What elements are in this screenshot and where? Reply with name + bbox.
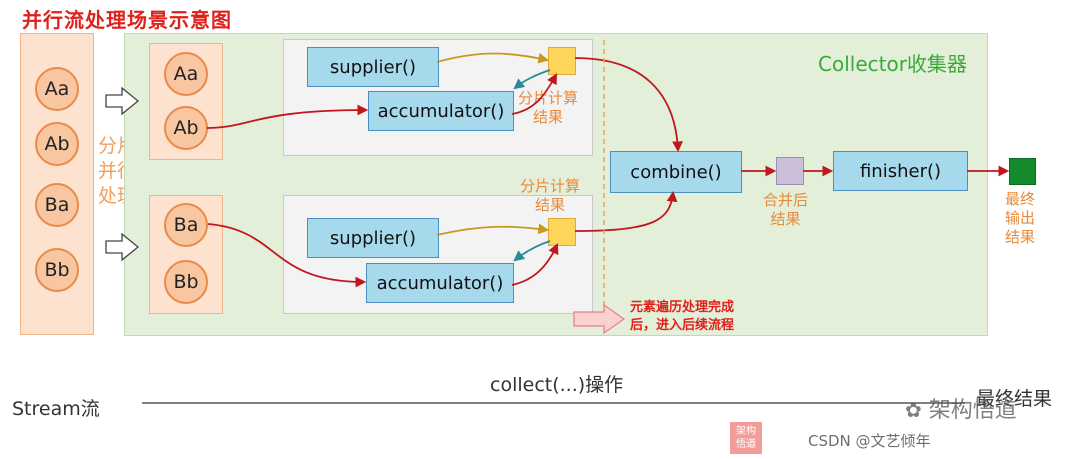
note-line: 后，进入后续流程 xyxy=(630,318,735,333)
label-line: 分片计算 xyxy=(520,177,581,195)
label-line: 输出 xyxy=(1005,209,1036,227)
label-line: 最终 xyxy=(1005,190,1036,208)
label-line: 结果 xyxy=(535,196,566,214)
arrow-accumulator-to-result-2 xyxy=(511,243,559,286)
logo-line: 架构 xyxy=(736,426,756,437)
supplier-box-1: supplier() xyxy=(307,47,439,87)
diagram-title: 并行流处理场景示意图 xyxy=(22,8,232,32)
arrow-supplier-to-result-2 xyxy=(436,223,550,236)
arrow-accumulator-to-result-1 xyxy=(511,73,558,115)
stream-item-bb: Bb xyxy=(35,248,79,292)
arrow-result-to-accumulator-1 xyxy=(513,69,551,90)
label-line: 分片计算 xyxy=(518,89,579,107)
stream-item-ab: Ab xyxy=(35,122,79,166)
stream-label: Stream流 xyxy=(12,398,100,420)
arrow-ab-to-accumulator xyxy=(206,104,369,129)
label-line: 结果 xyxy=(770,210,801,228)
accumulator-box-2: accumulator() xyxy=(366,263,514,303)
arrow-supplier-to-result-1 xyxy=(436,52,550,64)
label-line: 结果 xyxy=(533,108,564,126)
split-arrow-2 xyxy=(105,232,140,262)
logo-line: 悟道 xyxy=(736,439,756,450)
note-line: 元素遍历处理完成 xyxy=(630,300,735,315)
split-arrow-1 xyxy=(105,86,140,116)
arrow-ba-to-accumulator xyxy=(207,223,367,288)
group2-item-ba: Ba xyxy=(164,203,208,247)
finisher-box: finisher() xyxy=(833,151,968,191)
collect-label: collect(...)操作 xyxy=(490,374,624,396)
arrow-result2-to-combine xyxy=(574,190,678,232)
watermark-wechat: ✿ 架构悟道 xyxy=(905,392,1017,424)
label-line: 合并后 xyxy=(763,191,809,209)
label-line: 结果 xyxy=(1005,228,1036,246)
partial-result-square-1 xyxy=(548,47,576,75)
watermark-logo: 架构 悟道 xyxy=(730,422,762,454)
merged-result-square xyxy=(776,157,804,185)
supplier-box-2: supplier() xyxy=(307,218,439,258)
completion-note: 元素遍历处理完成 后，进入后续流程 xyxy=(630,299,734,335)
watermark-wechat-text: 架构悟道 xyxy=(928,398,1017,423)
arrow-result-to-accumulator-2 xyxy=(513,240,551,262)
merged-result-label: 合并后 结果 xyxy=(763,191,808,229)
partial-result-label-1: 分片计算 结果 xyxy=(518,89,578,127)
group2-item-bb: Bb xyxy=(164,260,208,304)
final-result-label: 最终 输出 结果 xyxy=(1005,190,1035,247)
accumulator-box-1: accumulator() xyxy=(368,91,514,131)
final-result-square xyxy=(1009,158,1036,185)
partial-result-label-2: 分片计算 结果 xyxy=(520,177,580,215)
note-arrow xyxy=(573,303,626,335)
stream-item-ba: Ba xyxy=(35,183,79,227)
stream-item-aa: Aa xyxy=(35,67,79,111)
arrow-result1-to-combine xyxy=(574,57,683,153)
wechat-icon: ✿ xyxy=(905,398,922,422)
watermark-csdn: CSDN @文艺倾年 xyxy=(808,432,931,450)
collector-label: Collector收集器 xyxy=(818,52,967,76)
group1-item-aa: Aa xyxy=(164,52,208,96)
final-result-bottom-label: 最终结果 xyxy=(976,388,1053,410)
